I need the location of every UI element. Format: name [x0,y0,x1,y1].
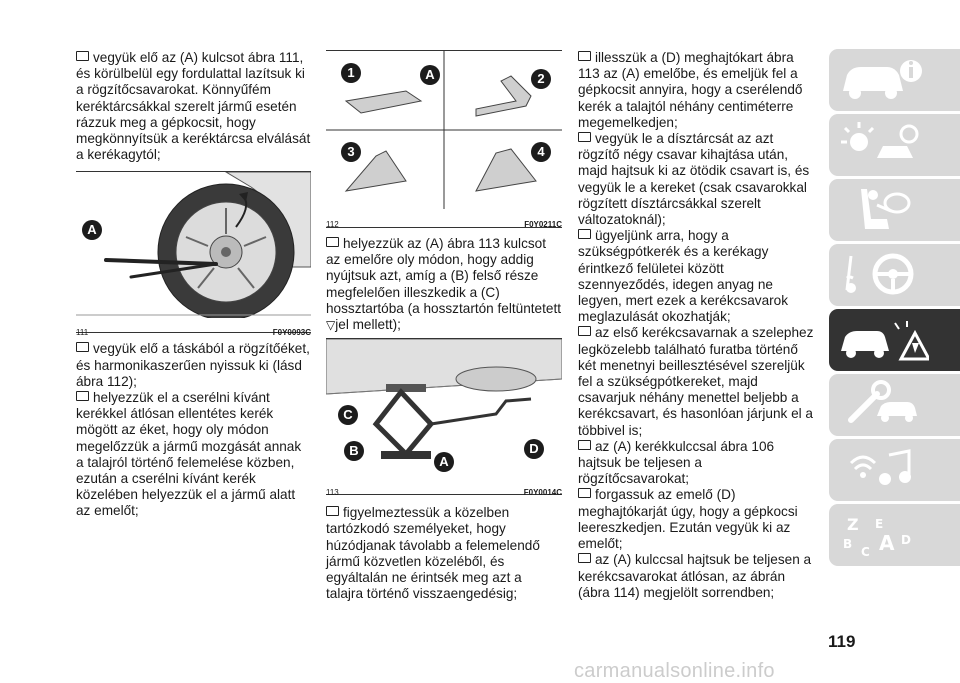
label-d-badge: D [524,439,544,460]
bullet-icon [578,439,591,450]
svg-text:Z: Z [847,515,859,534]
paragraph-text: az (A) kulccsal hajtsuk be teljesen a ke… [578,552,812,600]
column-3: illesszük a (D) meghajtókart ábra 113 az… [578,50,814,601]
tab-dashboard-lights[interactable] [829,114,960,176]
bullet-icon [76,342,89,353]
paragraph: helyezzük el a cserélni kívánt kerékkel … [76,390,311,520]
wheel-chock-illustration [326,51,562,209]
paragraph-text: figyelmeztessük a közelben tartózkodó sz… [326,505,540,602]
label-a-badge: A [82,220,102,241]
airbag-seat-icon [861,189,911,229]
bullet-icon [578,51,591,61]
paragraph: helyezzük az (A) ábra 113 kulcsot az eme… [326,236,562,333]
figure-code: F0Y0093C [272,327,311,337]
figure-111: A 111 F0Y0093C [76,171,312,337]
figure-caption: 112 F0Y0211C [326,215,562,235]
dashboard-lights-icon [841,122,919,158]
column-1: vegyük elő az (A) kulcsot ábra 111, és k… [76,50,312,520]
paragraph: illesszük a (D) meghajtókart ábra 113 az… [578,50,814,131]
figure-number: 112 [326,220,339,230]
label-badge: A [420,65,440,85]
bullet-icon [76,51,89,61]
figure-code: F0Y0014C [523,488,562,498]
bullet-icon [578,488,591,499]
breakdown-warning-icon [841,321,929,361]
page-number: 119 [828,632,856,651]
svg-text:D: D [901,533,911,547]
paragraph-text: helyezzük el a cserélni kívánt kerékkel … [76,390,302,519]
column-2: 1 A 2 3 4 112 F0Y0211C helyezzük az (A) … [325,50,563,602]
paragraph-text: jel mellett); [335,317,401,333]
step-badge: 2 [531,69,551,89]
media-music-icon [849,449,911,485]
car-info-icon [843,60,922,99]
paragraph: vegyük le a dísztárcsát az azt rögzítő n… [578,131,814,228]
wheel-wrench-illustration [76,171,312,321]
paragraph-text: az (A) kerékkulccsal ábra 106 hajtsuk be… [578,438,775,487]
paragraph: forgassuk az emelő (D) meghajtókarját úg… [578,487,814,552]
paragraph-text: vegyük elő a táskából a rögzítőéket, és … [76,341,310,389]
svg-text:A: A [879,531,895,555]
paragraph-text: forgassuk az emelő (D) meghajtókarját úg… [578,487,798,552]
label-b-badge: B [344,441,364,462]
bullet-icon [578,553,591,564]
tab-index[interactable]: Z E B A C D [829,504,960,566]
step-badge: 1 [341,63,361,83]
tab-airbag-seat[interactable] [829,179,960,241]
svg-text:B: B [843,537,852,551]
paragraph: az (A) kulccsal hajtsuk be teljesen a ke… [578,552,814,601]
paragraph-text: illesszük a (D) meghajtókart ábra 113 az… [578,50,803,130]
bullet-icon [578,132,591,143]
paragraph: ügyeljünk arra, hogy a szükségpótkerék é… [578,228,814,325]
paragraph-text: vegyük elő az (A) kulcsot ábra 111, és k… [76,50,311,163]
chapter-sidebar: Z E B A C D [829,49,960,569]
paragraph: az (A) kerékkulccsal ábra 106 hajtsuk be… [578,439,814,488]
label-c-badge: C [338,405,358,426]
paragraph-text: az első kerékcsavarnak a szelephez legkö… [578,325,814,438]
paragraph-text: vegyük le a dísztárcsát az azt rögzítő n… [578,131,810,228]
alphabet-index-icon: Z E B A C D [843,515,911,559]
steering-wheel-icon [845,253,914,295]
figure-112: 1 A 2 3 4 112 F0Y0211C [326,50,562,229]
paragraph: figyelmeztessük a közelben tartózkodó sz… [326,505,562,602]
tab-multimedia[interactable] [829,439,960,501]
step-badge: 4 [531,142,551,162]
svg-text:E: E [875,517,883,531]
paragraph: az első kerékcsavarnak a szelephez legkö… [578,325,814,438]
tab-car-info[interactable] [829,49,960,111]
watermark: carmanualsonline.info [574,660,775,682]
svg-text:C: C [861,545,870,559]
paragraph-text: helyezzük az (A) ábra 113 kulcsot az eme… [326,236,562,316]
tab-maintenance[interactable] [829,374,960,436]
bullet-icon [578,229,591,240]
figure-113: C B A D 113 F0Y0014C [325,338,563,497]
paragraph: vegyük elő a táskából a rögzítőéket, és … [76,341,311,390]
figure-number: 113 [326,488,339,498]
figure-caption: 113 F0Y0014C [326,483,562,503]
step-badge: 3 [341,142,361,162]
tab-steering-wheel[interactable] [829,244,960,306]
paragraph: vegyük elő az (A) kulcsot ábra 111, és k… [76,50,311,163]
bullet-icon [76,391,89,402]
paragraph-text: ügyeljünk arra, hogy a szükségpótkerék é… [578,228,789,325]
bullet-icon [326,506,339,517]
bullet-icon [326,237,339,247]
wrench-car-icon [848,380,917,423]
triangle-mark-icon: ▽ [326,318,336,333]
label-a-badge: A [434,452,454,473]
figure-number: 111 [76,327,89,337]
figure-caption: 111 F0Y0093C [76,323,311,343]
figure-code: F0Y0211C [524,220,562,230]
tab-breakdown[interactable] [829,309,960,371]
bullet-icon [578,326,591,337]
